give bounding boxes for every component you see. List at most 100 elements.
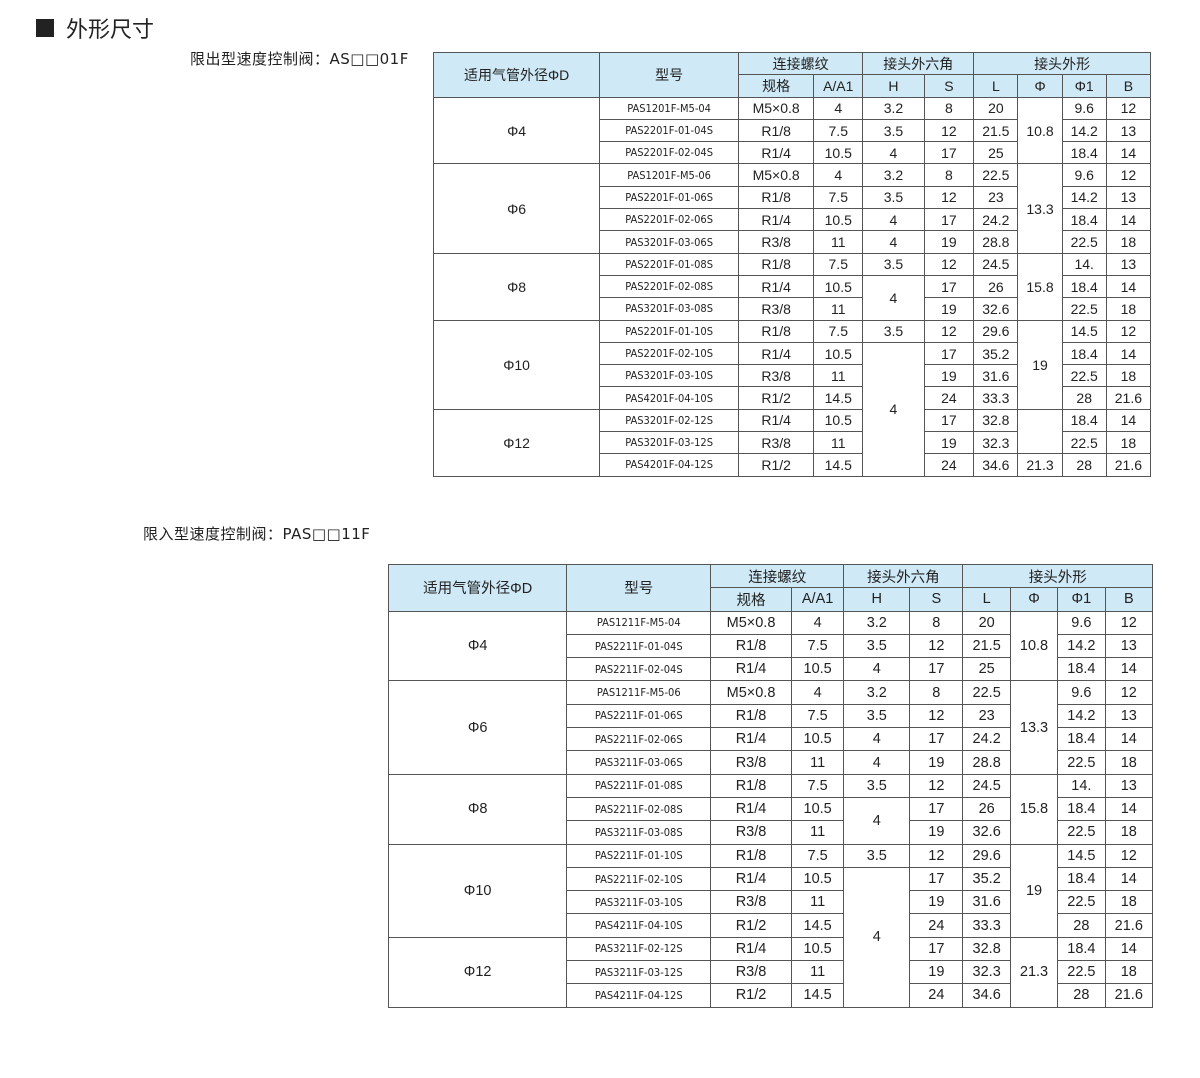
cell-s: 19 bbox=[909, 960, 964, 985]
cell-b: 12 bbox=[1104, 843, 1154, 868]
header-phi1: Φ1 bbox=[1061, 74, 1107, 98]
cell-model: PAS3201F-03-12S bbox=[599, 431, 740, 455]
cell-tube: Φ12 bbox=[432, 408, 601, 477]
spec-table-out: 适用气管外径ΦD 型号 连接螺纹 接头外六角 接头外形 规格 A/A1 H S … bbox=[432, 51, 1152, 477]
cell-spec: R1/2 bbox=[710, 983, 792, 1008]
cell-model: PAS1201F-M5-06 bbox=[599, 163, 740, 187]
cell-spec: R1/8 bbox=[710, 843, 792, 868]
cell-model: PAS4201F-04-10S bbox=[599, 386, 740, 410]
cell-model: PAS2201F-02-04S bbox=[599, 141, 740, 165]
cell-tube: Φ10 bbox=[432, 319, 601, 410]
cell-b: 14 bbox=[1104, 657, 1154, 682]
cell-b: 18 bbox=[1105, 230, 1152, 254]
cell-b: 18 bbox=[1104, 820, 1154, 845]
cell-model: PAS2201F-01-06S bbox=[599, 185, 740, 210]
cell-b: 13 bbox=[1104, 773, 1154, 798]
cell-b: 13 bbox=[1104, 633, 1154, 659]
cell-model: PAS4201F-04-12S bbox=[599, 453, 740, 477]
cell-phi1: 18.4 bbox=[1057, 657, 1106, 682]
cell-s: 17 bbox=[923, 208, 975, 232]
cell-b: 13 bbox=[1105, 118, 1152, 143]
cell-s: 19 bbox=[923, 230, 975, 254]
cell-phi1: 14.2 bbox=[1061, 118, 1107, 143]
cell-a: 11 bbox=[790, 820, 845, 845]
cell-a: 7.5 bbox=[813, 185, 864, 210]
cell-model: PAS1201F-M5-04 bbox=[599, 96, 740, 120]
cell-phi1: 9.6 bbox=[1061, 96, 1107, 120]
cell-l: 29.6 bbox=[962, 843, 1011, 868]
cell-b: 14 bbox=[1105, 141, 1152, 165]
cell-b: 12 bbox=[1105, 163, 1152, 187]
cell-spec: R1/2 bbox=[738, 453, 815, 477]
cell-a: 10.5 bbox=[813, 341, 864, 366]
cell-spec: R1/8 bbox=[710, 633, 792, 659]
drawing-in-group: L S 六角对边 ØD Ø Ø1 H B A 0.2~0.4 垫片 公制连接螺纹 bbox=[0, 504, 430, 1064]
cell-spec: R3/8 bbox=[710, 890, 792, 915]
cell-model: PAS2211F-01-08S bbox=[566, 773, 712, 798]
cell-phi: 15.8 bbox=[1017, 252, 1063, 321]
cell-spec: R3/8 bbox=[710, 820, 792, 845]
cell-l: 34.6 bbox=[962, 983, 1011, 1008]
cell-phi bbox=[1017, 408, 1063, 455]
cell-b: 18 bbox=[1104, 890, 1154, 915]
cell-h: 3.5 bbox=[862, 252, 925, 276]
cell-s: 19 bbox=[909, 890, 964, 915]
cell-spec: R1/4 bbox=[710, 727, 792, 752]
cell-spec: M5×0.8 bbox=[738, 96, 815, 120]
cell-a: 10.5 bbox=[813, 208, 864, 232]
cell-phi1: 14.5 bbox=[1057, 843, 1106, 868]
header-phi: Φ bbox=[1017, 74, 1063, 98]
cell-b: 18 bbox=[1104, 750, 1154, 775]
page-title-text: 外形尺寸 bbox=[66, 18, 155, 43]
cell-l: 33.3 bbox=[962, 913, 1011, 938]
cell-a: 7.5 bbox=[790, 773, 845, 798]
cell-s: 17 bbox=[923, 408, 975, 433]
cell-s: 24 bbox=[923, 386, 975, 410]
cell-phi1: 28 bbox=[1057, 983, 1106, 1008]
cell-a: 10.5 bbox=[790, 796, 845, 822]
cell-phi1: 22.5 bbox=[1061, 297, 1107, 321]
cell-spec: R3/8 bbox=[738, 230, 815, 254]
cell-l: 20 bbox=[973, 96, 1019, 120]
cell-b: 14 bbox=[1104, 796, 1154, 822]
cell-phi1: 18.4 bbox=[1057, 866, 1106, 892]
cell-spec: R1/2 bbox=[710, 913, 792, 938]
cell-b: 18 bbox=[1105, 297, 1152, 321]
cell-l: 20 bbox=[962, 610, 1011, 635]
cell-a: 10.5 bbox=[790, 657, 845, 682]
cell-s: 19 bbox=[909, 750, 964, 775]
cell-phi1: 18.4 bbox=[1057, 727, 1106, 752]
cell-model: PAS1211F-M5-06 bbox=[566, 680, 712, 705]
cell-s: 24 bbox=[923, 453, 975, 477]
cell-spec: R1/8 bbox=[738, 319, 815, 343]
cell-a: 7.5 bbox=[813, 252, 864, 276]
cell-phi1: 14.2 bbox=[1057, 703, 1106, 729]
cell-h: 4 bbox=[862, 230, 925, 254]
cell-model: PAS3211F-03-10S bbox=[566, 890, 712, 915]
cell-l: 31.6 bbox=[973, 364, 1019, 388]
cell-s: 12 bbox=[909, 773, 964, 798]
header-spec: 规格 bbox=[710, 587, 792, 612]
cell-h: 3.5 bbox=[843, 633, 911, 659]
cell-phi1: 14. bbox=[1057, 773, 1106, 798]
cell-s: 17 bbox=[909, 727, 964, 752]
cell-phi: 21.3 bbox=[1009, 936, 1059, 1008]
cell-s: 17 bbox=[909, 796, 964, 822]
cell-phi1: 18.4 bbox=[1061, 274, 1107, 299]
cell-model: PAS3201F-02-12S bbox=[599, 408, 740, 433]
cell-model: PAS3201F-03-06S bbox=[599, 230, 740, 254]
cell-spec: R1/4 bbox=[738, 141, 815, 165]
cell-spec: R1/2 bbox=[738, 386, 815, 410]
cell-a: 11 bbox=[813, 230, 864, 254]
page-title: 外形尺寸 bbox=[36, 12, 154, 44]
cell-h: 4 bbox=[843, 796, 911, 845]
cell-model: PAS2211F-01-06S bbox=[566, 703, 712, 729]
header-phi1: Φ1 bbox=[1057, 587, 1106, 612]
cell-model: PAS2211F-02-06S bbox=[566, 727, 712, 752]
cell-model: PAS3211F-03-08S bbox=[566, 820, 712, 845]
